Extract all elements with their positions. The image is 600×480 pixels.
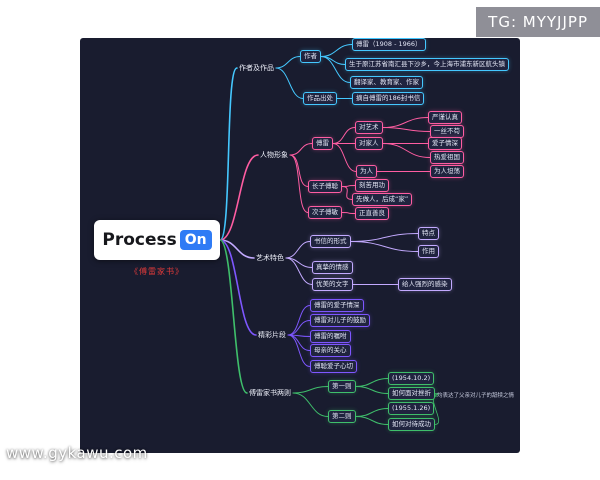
mindmap-node-c3a[interactable]: 给人强烈的感染 — [398, 278, 452, 291]
mindmap-node-c0[interactable]: 艺术特色 — [256, 254, 284, 262]
mindmap-node-b1c[interactable]: 为人 — [356, 165, 377, 178]
mindmap-node-a2a[interactable]: 摘自傅雷的186封书信 — [352, 92, 425, 105]
mindmap-node-a1c[interactable]: 翻译家、教育家、作家 — [350, 76, 423, 89]
mindmap-node-c1[interactable]: 书信的形式 — [310, 235, 351, 248]
mindmap-node-e1a[interactable]: (1954.10.2) — [388, 372, 435, 385]
tg-watermark-banner: TG: MYYJJPP — [476, 7, 600, 37]
mindmap-node-d3[interactable]: 傅雷的嘱咐 — [310, 330, 351, 343]
mindmap-node-b0[interactable]: 人物形象 — [260, 151, 288, 159]
mindmap-node-d4[interactable]: 母亲的关心 — [310, 344, 351, 357]
mindmap-node-d2[interactable]: 傅雷对儿子的鼓励 — [310, 314, 370, 327]
mindmap-edges — [219, 44, 440, 425]
mindmap-node-b1b1[interactable]: 爱子情深 — [428, 137, 462, 150]
mindmap-node-e2b[interactable]: 如何对待成功 — [388, 418, 435, 431]
mindmap-node-b1b2[interactable]: 热爱祖国 — [430, 151, 464, 164]
mindmap-node-b1a[interactable]: 对艺术 — [355, 121, 383, 134]
mindmap-node-c1a[interactable]: 特点 — [418, 227, 439, 240]
mindmap-node-b2a[interactable]: 刻苦用功 — [355, 179, 389, 192]
mindmap-node-c3[interactable]: 优美的文字 — [312, 278, 353, 291]
mindmap-node-a1[interactable]: 作者 — [300, 50, 321, 63]
mindmap-node-d5[interactable]: 傅聪爱子心切 — [310, 360, 357, 373]
mindmap-node-b2[interactable]: 长子傅聪 — [308, 180, 342, 193]
mindmap-node-b2b[interactable]: 先做人，后成“家” — [352, 193, 413, 206]
mindmap-node-e2[interactable]: 第二则 — [328, 410, 356, 423]
mindmap-node-c1b[interactable]: 作用 — [418, 245, 439, 258]
mindmap-node-annot: 均表达了父亲对儿子的舐犊之情 — [437, 393, 515, 399]
site-watermark: www.gykawu.com — [6, 444, 148, 462]
central-subtitle: 《傅雷家书》 — [130, 267, 184, 276]
mindmap-node-c2[interactable]: 真挚的情感 — [312, 261, 353, 274]
mindmap-node-d0[interactable]: 精彩片段 — [258, 331, 286, 339]
mindmap-node-a0[interactable]: 作者及作品 — [239, 64, 274, 72]
mindmap-canvas[interactable]: Process On 《傅雷家书》 作者及作品 作者 傅雷（1908 - 1966）… — [80, 38, 520, 453]
mindmap-node-e1b[interactable]: 如何面对挫折 — [388, 387, 435, 400]
processon-logo-on-badge: On — [179, 230, 212, 250]
mindmap-node-e1[interactable]: 第一则 — [328, 380, 356, 393]
mindmap-node-b1c1[interactable]: 为人坦荡 — [430, 165, 464, 178]
mindmap-node-b1[interactable]: 傅雷 — [312, 137, 333, 150]
processon-logo-text: Process — [102, 230, 177, 250]
mindmap-node-e2a[interactable]: (1955.1.26) — [388, 402, 435, 415]
mindmap-node-a1b[interactable]: 生于原江苏省南汇县下沙乡，今上海市浦东新区航头镇 — [345, 58, 509, 71]
central-node[interactable]: Process On — [94, 220, 220, 260]
mindmap-node-a1a[interactable]: 傅雷（1908 - 1966） — [352, 38, 426, 51]
mindmap-node-d1[interactable]: 傅雷的爱子情深 — [310, 299, 364, 312]
mindmap-node-e0[interactable]: 傅雷家书两则 — [249, 389, 291, 397]
mindmap-node-b3[interactable]: 次子傅敏 — [308, 206, 342, 219]
mindmap-node-a2[interactable]: 作品出处 — [303, 92, 337, 105]
mindmap-node-b1a1[interactable]: 严谨认真 — [428, 111, 462, 124]
mindmap-node-b1b[interactable]: 对家人 — [355, 137, 383, 150]
mindmap-node-b3a[interactable]: 正直善良 — [355, 207, 389, 220]
